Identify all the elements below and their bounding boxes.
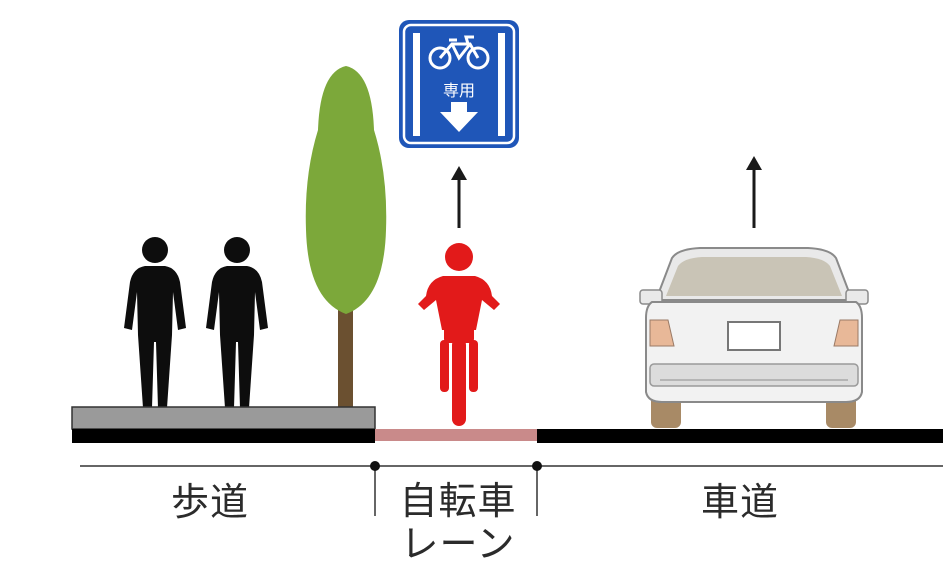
sign-text: 専用 (443, 81, 475, 100)
up-arrow-icon (746, 156, 762, 228)
bicycle-lane-sign: 専用 (399, 20, 519, 148)
pedestrian-icon (206, 237, 268, 408)
pedestrian-icon (124, 237, 186, 408)
zone-divider-line (80, 465, 943, 516)
divider-marker (370, 461, 380, 471)
cyclist-icon (418, 243, 500, 426)
ground-line-sidewalk (72, 429, 375, 443)
road-surface (537, 429, 943, 443)
roadway-label: 車道 (700, 480, 779, 524)
sidewalk-block (71, 406, 376, 430)
down-arrow-icon (440, 102, 478, 132)
divider-marker (532, 461, 542, 471)
bike-lane-label-line1: 自転車 (399, 479, 517, 523)
car-icon (639, 247, 869, 428)
up-arrow-icon (451, 166, 467, 228)
bike-lane-surface (375, 429, 537, 441)
tree-icon (305, 66, 387, 410)
bike-lane-label: 自転車 レーン (378, 480, 538, 565)
bicycle-icon (428, 35, 490, 70)
bike-lane-label-line2: レーン (400, 521, 516, 566)
sidewalk-label: 歩道 (170, 480, 249, 524)
